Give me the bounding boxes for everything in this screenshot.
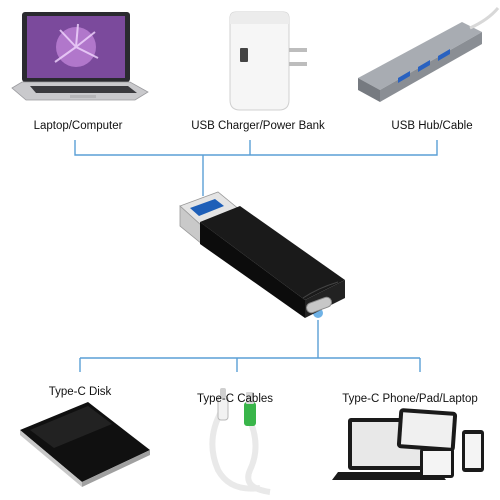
top-label-laptop: Laptop/Computer	[33, 120, 123, 132]
top-label-hub: USB Hub/Cable	[391, 120, 473, 132]
connector-lines	[74, 140, 438, 372]
usb-hub-icon	[358, 7, 500, 102]
bottom-label-disk: Type-C Disk	[48, 386, 112, 398]
bottom-label-devices: Type-C Phone/Pad/Laptop	[342, 393, 478, 405]
external-disk-icon	[20, 402, 150, 487]
wall-charger-icon	[229, 11, 307, 111]
laptop-icon	[11, 12, 149, 101]
top-branch-line	[74, 140, 438, 156]
top-label-charger: USB Charger/Power Bank	[191, 120, 325, 132]
bottom-label-cables: Type-C Cables	[196, 393, 274, 405]
usb-c-cable-icon	[209, 388, 271, 495]
devices-icon	[332, 408, 484, 480]
usb-a-to-usb-c-adapter-icon	[179, 191, 345, 318]
bottom-branch-line	[79, 357, 421, 372]
